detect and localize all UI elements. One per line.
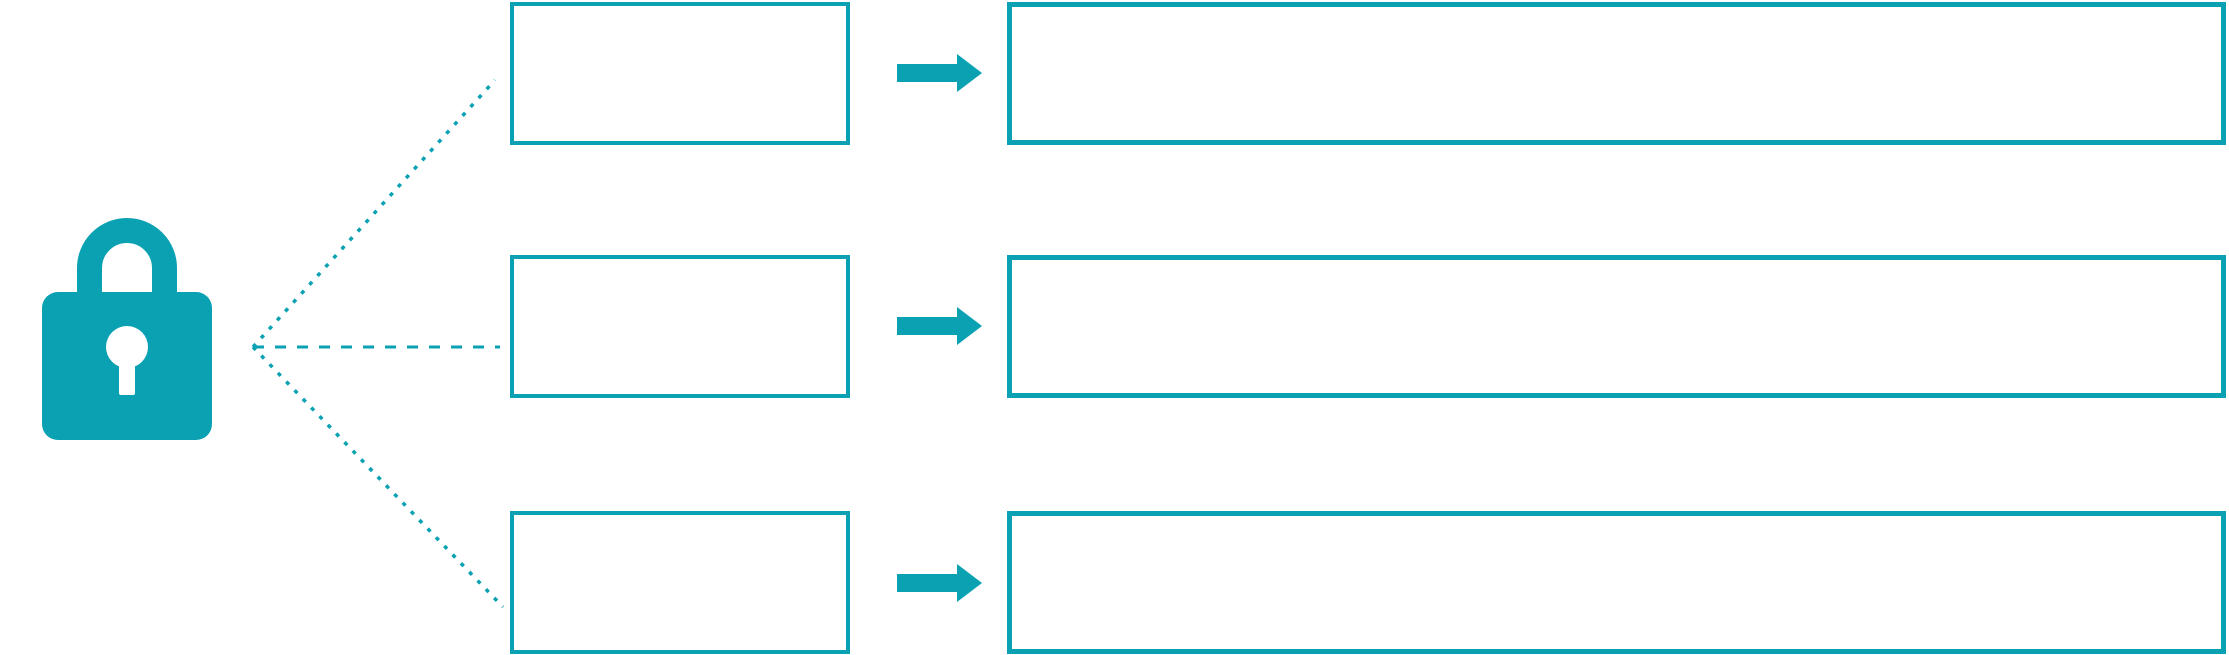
right-arrow-icon bbox=[897, 564, 982, 602]
lock-body bbox=[42, 292, 212, 440]
lock-icon bbox=[42, 218, 212, 440]
lock-keyhole-stem bbox=[119, 345, 135, 395]
lock-shackle bbox=[77, 218, 177, 305]
connector-line-top bbox=[251, 78, 497, 349]
label-box-row1[interactable] bbox=[510, 2, 850, 145]
connector-line-bottom bbox=[251, 345, 505, 609]
right-arrow-icons bbox=[897, 54, 982, 602]
right-arrow-icon bbox=[897, 54, 982, 92]
description-box-row1[interactable] bbox=[1007, 2, 2226, 145]
right-arrow-icon bbox=[897, 307, 982, 345]
description-box-row2[interactable] bbox=[1007, 255, 2226, 398]
label-box-row3[interactable] bbox=[510, 511, 850, 654]
connector-lines bbox=[251, 78, 505, 609]
description-box-row3[interactable] bbox=[1007, 511, 2226, 654]
label-box-row2[interactable] bbox=[510, 255, 850, 398]
lock-keyhole-circle bbox=[106, 326, 148, 368]
